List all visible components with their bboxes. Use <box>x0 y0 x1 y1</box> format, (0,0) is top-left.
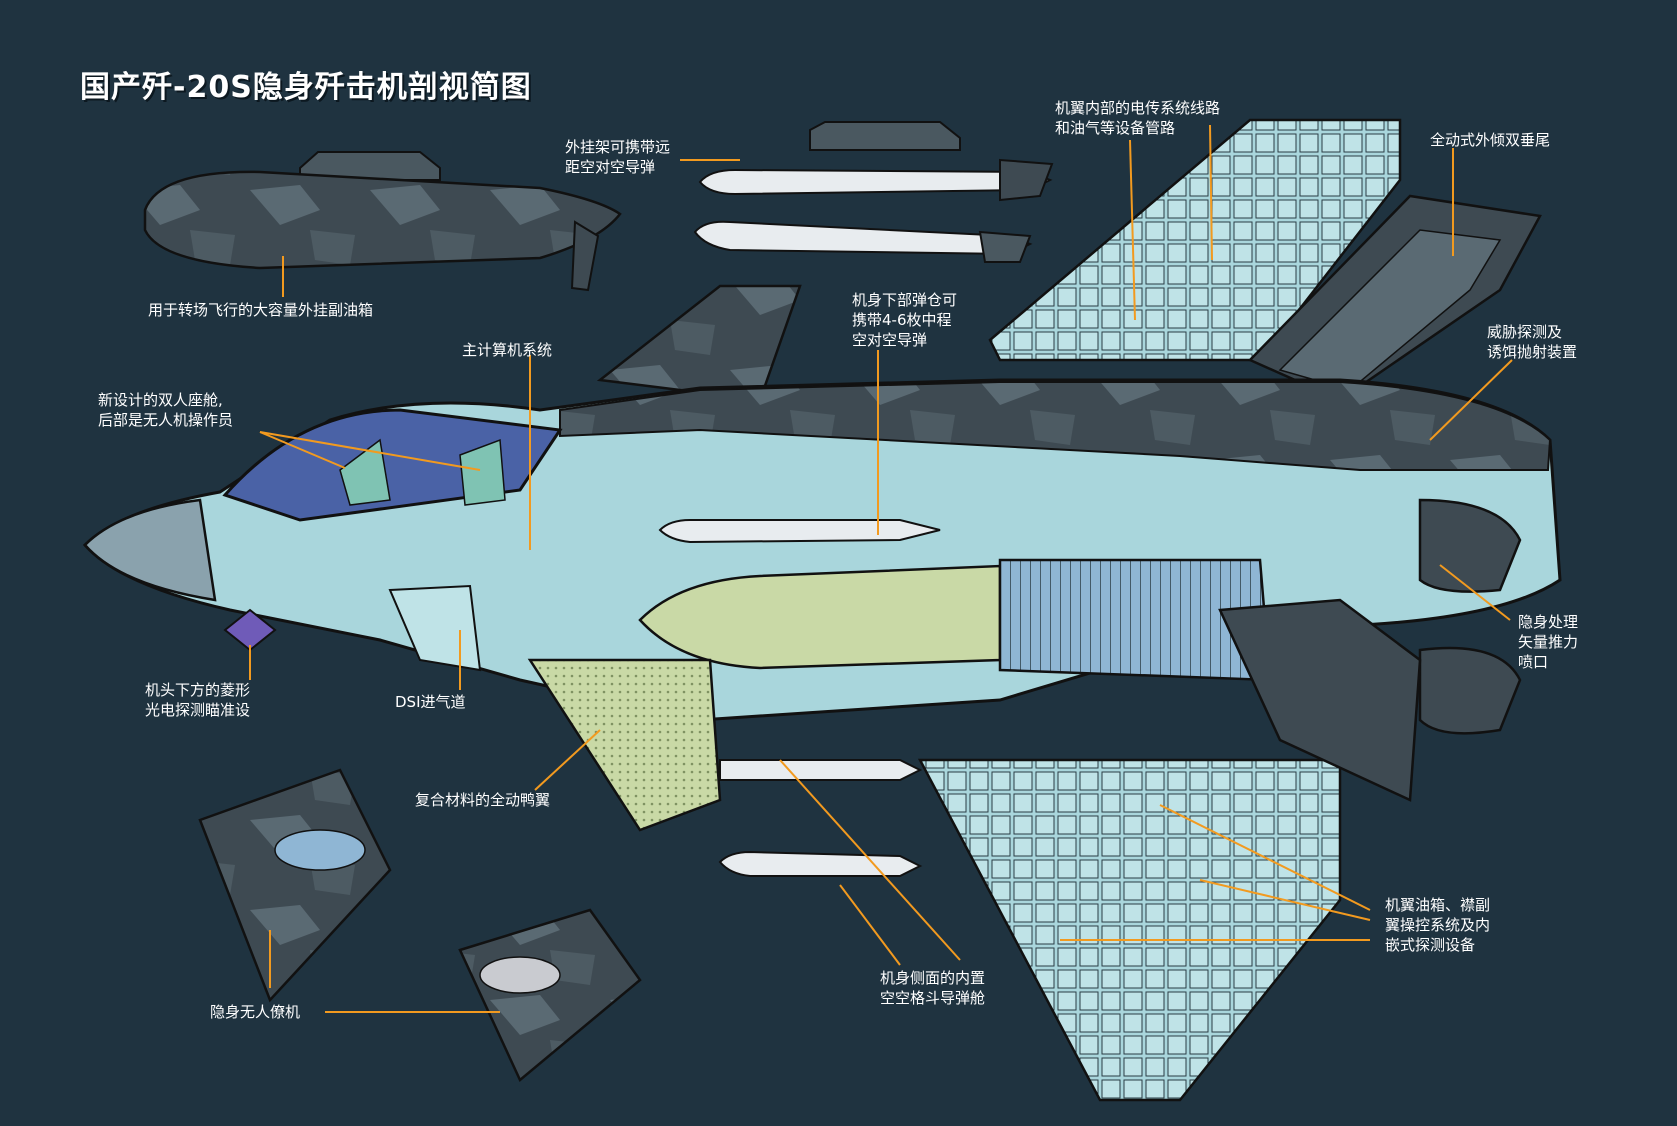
label-drop-tank: 用于转场飞行的大容量外挂副油箱 <box>148 301 374 319</box>
label-dsi: DSI进气道 <box>395 693 466 711</box>
page-title: 国产歼-20S隐身歼击机剖视简图 <box>80 70 532 105</box>
stealth-drone-icon <box>198 768 642 1083</box>
label-nozzle: 隐身处理 矢量推力 喷口 <box>1518 613 1579 671</box>
label-eots: 机头下方的菱形 光电探测瞄准设 <box>145 681 251 719</box>
fighter-jet-cutaway <box>82 118 1562 1102</box>
label-bomb-bay: 机身下部弹仓可 携带4-6枚中程 空对空导弹 <box>852 291 958 349</box>
label-main-computer: 主计算机系统 <box>462 341 553 359</box>
leader-lines <box>249 124 1513 1013</box>
label-side-bay: 机身侧面的内置 空空格斗导弹舱 <box>880 969 986 1007</box>
label-threat-warning: 威胁探测及 诱饵抛射装置 <box>1487 323 1578 361</box>
missile-icon <box>693 121 1054 263</box>
label-drones: 隐身无人僚机 <box>210 1003 301 1021</box>
label-wing-systems: 机翼油箱、襟副 翼操控系统及内 嵌式探测设备 <box>1385 896 1491 954</box>
label-wiring: 机翼内部的电传系统线路 和油气等设备管路 <box>1055 99 1221 137</box>
label-external-pylon: 外挂架可携带远 距空对空导弹 <box>565 138 671 176</box>
label-canard: 复合材料的全动鸭翼 <box>415 791 551 809</box>
label-vertical-tail: 全动式外倾双垂尾 <box>1430 131 1551 149</box>
label-cockpit: 新设计的双人座舱, 后部是无人机操作员 <box>98 391 234 429</box>
drop-tank-icon <box>143 151 622 292</box>
